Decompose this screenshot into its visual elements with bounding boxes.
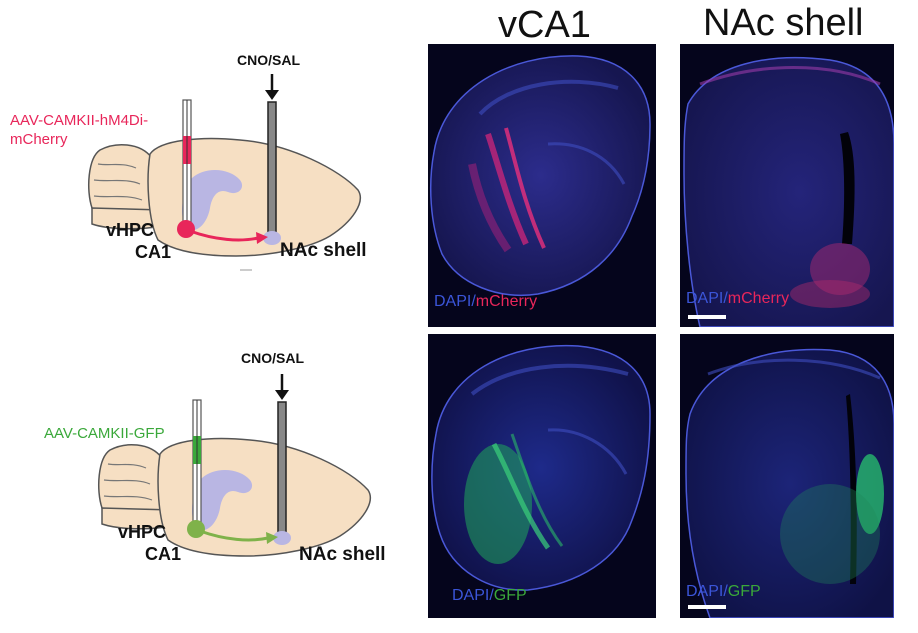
source-label-top-1: vHPC bbox=[106, 220, 155, 240]
legend-nac-gfp: DAPI/GFP bbox=[686, 583, 761, 600]
hippocampus-shape bbox=[182, 169, 243, 231]
vhpc-injection-site-icon bbox=[187, 520, 205, 538]
drug-label-bottom: CNO/SAL bbox=[241, 350, 304, 366]
brain-schematic-gfp bbox=[97, 374, 371, 557]
legend-vca1-gfp: DAPI/GFP bbox=[452, 587, 527, 604]
scale-bar-bottom bbox=[688, 605, 726, 609]
micrograph-vca1-mcherry bbox=[428, 44, 656, 327]
micrograph-nac-gfp bbox=[680, 334, 894, 618]
target-label-bottom: NAc shell bbox=[299, 544, 386, 565]
scale-bar-top bbox=[688, 315, 726, 319]
legend-nac-mcherry: DAPI/mCherry bbox=[686, 290, 790, 307]
virus-label-top: AAV-CAMKII-hM4Di- mCherry bbox=[10, 112, 149, 148]
virus-label-bottom: AAV-CAMKII-GFP bbox=[44, 425, 165, 442]
column-header-vca1: vCA1 bbox=[498, 4, 591, 46]
source-label-bottom-1: vHPC bbox=[118, 522, 167, 542]
hippocampus-shape bbox=[192, 469, 253, 531]
drug-label-top: CNO/SAL bbox=[237, 52, 300, 68]
source-label-bottom-2: CA1 bbox=[145, 544, 182, 564]
target-label-top: NAc shell bbox=[280, 240, 367, 261]
micrograph-vca1-gfp bbox=[428, 334, 656, 618]
source-label-top-2: CA1 bbox=[135, 242, 172, 262]
legend-vca1-mcherry: DAPI/mCherry bbox=[434, 293, 538, 310]
brain-body-shape bbox=[147, 137, 361, 257]
micrograph-nac-mcherry bbox=[680, 44, 894, 327]
vhpc-injection-site-icon bbox=[177, 220, 195, 238]
column-header-nac-shell: NAc shell bbox=[703, 2, 864, 44]
brain-schematic-hm4di bbox=[87, 74, 361, 271]
brain-body-shape bbox=[157, 437, 371, 557]
